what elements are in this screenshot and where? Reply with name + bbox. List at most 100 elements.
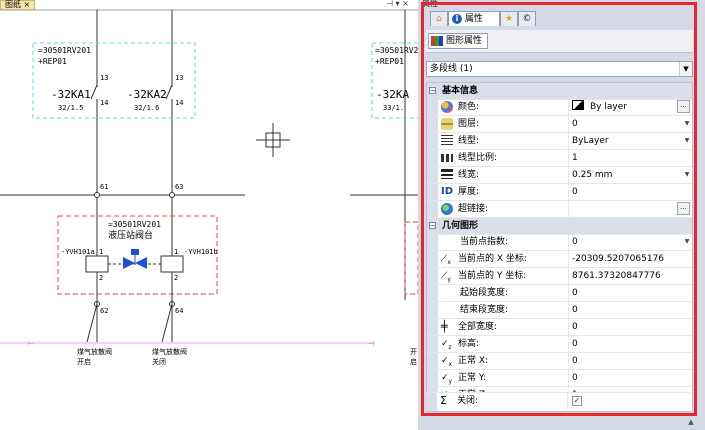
- property-value[interactable]: 0: [568, 336, 692, 352]
- property-label: 正常 Y:: [458, 373, 487, 383]
- property-value[interactable]: 8761.37320847776: [568, 268, 692, 284]
- property-row-start-width[interactable]: 起始段宽度: 0: [427, 285, 692, 302]
- category-basic[interactable]: − 基本信息: [427, 83, 692, 100]
- graphic-properties-button[interactable]: 图形属性: [428, 33, 489, 49]
- graphic-properties-icon: [431, 36, 443, 46]
- info-icon: i: [452, 14, 462, 24]
- property-row-end-width[interactable]: 结束段宽度: 0: [427, 302, 692, 319]
- property-row-vertex-index[interactable]: 当前点指数: 0▼: [427, 234, 692, 251]
- tab-favorites[interactable]: ★: [500, 11, 518, 26]
- property-value[interactable]: ByLayer▼: [568, 133, 692, 149]
- property-row-linetype[interactable]: 线型: ByLayer▼: [427, 133, 692, 150]
- coil-pin: 2: [174, 274, 179, 282]
- property-row-normal-y[interactable]: ✓y 正常 Y: 0: [427, 370, 692, 387]
- property-value[interactable]: 0: [568, 285, 692, 301]
- property-row-normal-x[interactable]: ✓x 正常 X: 0: [427, 353, 692, 370]
- chevron-down-icon[interactable]: ▼: [684, 137, 690, 144]
- color-swatch: [572, 100, 584, 110]
- collapse-icon[interactable]: −: [429, 222, 436, 230]
- tab-properties[interactable]: i 属性: [448, 11, 500, 26]
- property-row-linetype-scale[interactable]: 线型比例: 1: [427, 150, 692, 167]
- chevron-down-icon[interactable]: ▼: [684, 120, 690, 127]
- tab-home[interactable]: ⌂: [430, 11, 448, 26]
- property-row-layer[interactable]: 图层: 0▼: [427, 116, 692, 133]
- property-row-vertex-y[interactable]: ⟋y 当前点的 Y 坐标: 8761.37320847776: [427, 268, 692, 285]
- property-row-color[interactable]: 颜色: By layer…: [427, 99, 692, 116]
- property-value[interactable]: 0: [568, 370, 692, 386]
- chevron-down-icon[interactable]: ▼: [679, 62, 692, 76]
- relay-tag: -32KA: [376, 88, 410, 101]
- drawing-canvas[interactable]: ⊢ ⊣ 图纸 × ⊣ ▾ × =30501RV201 +REP01 -32KA1…: [0, 0, 418, 430]
- property-row-elevation[interactable]: ✓z 标高: 0: [427, 336, 692, 353]
- property-value[interactable]: 0: [568, 184, 692, 200]
- chevron-down-icon[interactable]: ▼: [684, 238, 690, 245]
- tab-copyright[interactable]: ©: [518, 11, 536, 26]
- module-location: +REP01: [38, 57, 67, 66]
- more-button[interactable]: …: [677, 100, 690, 113]
- copyright-icon: ©: [522, 14, 532, 24]
- property-label: 关闭:: [457, 396, 479, 406]
- selection-dropdown[interactable]: 多段线 (1) ▼: [426, 61, 693, 77]
- drawing-tab[interactable]: 图纸 ×: [0, 0, 36, 10]
- property-label: 标高:: [458, 339, 480, 349]
- property-label: 结束段宽度:: [460, 305, 509, 315]
- property-label: 厚度:: [458, 187, 480, 197]
- more-button[interactable]: …: [677, 202, 690, 215]
- property-label: 线型比例:: [458, 153, 498, 163]
- property-label: 当前点的 Y 坐标:: [458, 271, 527, 281]
- panel-controls-icon[interactable]: ⊣ ▾ ×: [386, 0, 409, 8]
- property-label: 全部宽度:: [458, 322, 498, 332]
- property-value[interactable]: ✓: [567, 393, 692, 409]
- vertex-y-icon: ⟋y: [441, 271, 451, 283]
- valve-symbol: [123, 249, 147, 269]
- relay1-ref: 32/1.5: [58, 104, 84, 112]
- bottom-note: 关闭: [152, 358, 166, 366]
- vertex-x-icon: ⟋x: [441, 254, 451, 266]
- graphic-properties-label: 图形属性: [446, 35, 483, 46]
- property-value[interactable]: 0: [568, 302, 692, 318]
- property-value[interactable]: 1: [568, 150, 692, 166]
- linetype-icon: [441, 135, 453, 147]
- bottom-note: 启: [410, 358, 417, 366]
- property-row-global-width[interactable]: ╪ 全部宽度: 0: [427, 319, 692, 336]
- bottom-note: 煤气放散阀: [77, 348, 112, 356]
- scroll-up-icon[interactable]: ▲: [688, 418, 694, 426]
- property-value[interactable]: 0▼: [568, 116, 692, 132]
- property-row-thickness[interactable]: ID 厚度: 0: [427, 184, 692, 201]
- property-label: 超链接:: [458, 204, 489, 214]
- node-label: 64: [175, 307, 184, 315]
- property-value[interactable]: …: [568, 201, 692, 217]
- schematic-drawing: ⊢ ⊣: [0, 9, 418, 348]
- property-label: 当前点指数:: [460, 237, 509, 247]
- panel-tabs: ⌂ i 属性 ★ ©: [430, 11, 691, 27]
- terminal-label: 14: [175, 99, 184, 107]
- svg-text:⊢: ⊢: [28, 340, 34, 348]
- module-code: =30501RV201: [38, 46, 91, 55]
- terminal-label: 14: [100, 99, 109, 107]
- property-value[interactable]: -20309.5207065176: [568, 251, 692, 267]
- property-row-hyperlink[interactable]: 超链接: …: [427, 201, 692, 218]
- property-value[interactable]: 0: [568, 319, 692, 335]
- property-value[interactable]: 0▼: [568, 234, 692, 250]
- property-row-closed-visible[interactable]: Σ 关闭: ✓: [426, 392, 691, 410]
- property-label: 颜色:: [458, 102, 480, 112]
- relay1-tag: -32KA1: [51, 88, 91, 101]
- chevron-down-icon[interactable]: ▼: [684, 171, 690, 178]
- node-label: 61: [100, 183, 109, 191]
- property-row-vertex-x[interactable]: ⟋x 当前点的 X 坐标: -20309.5207065176: [427, 251, 692, 268]
- property-value[interactable]: 0.25 mm▼: [568, 167, 692, 183]
- lineweight-icon: [441, 169, 453, 181]
- property-value[interactable]: 0: [568, 353, 692, 369]
- coil-left-tag: -YVH101a: [61, 248, 95, 256]
- relay-ref: 33/1.: [383, 104, 405, 112]
- property-row-lineweight[interactable]: 线宽: 0.25 mm▼: [427, 167, 692, 184]
- node-label: 63: [175, 183, 184, 191]
- coil-right-tag: -YVH101b: [184, 248, 218, 256]
- global-width-icon: ╪: [441, 320, 448, 333]
- property-value[interactable]: By layer…: [568, 99, 692, 115]
- bottom-note: 开启: [77, 358, 91, 366]
- closed-checkbox[interactable]: ✓: [572, 396, 582, 406]
- category-geometry[interactable]: − 几何图形: [427, 218, 692, 235]
- property-label: 线宽:: [458, 170, 480, 180]
- collapse-icon[interactable]: −: [429, 87, 436, 95]
